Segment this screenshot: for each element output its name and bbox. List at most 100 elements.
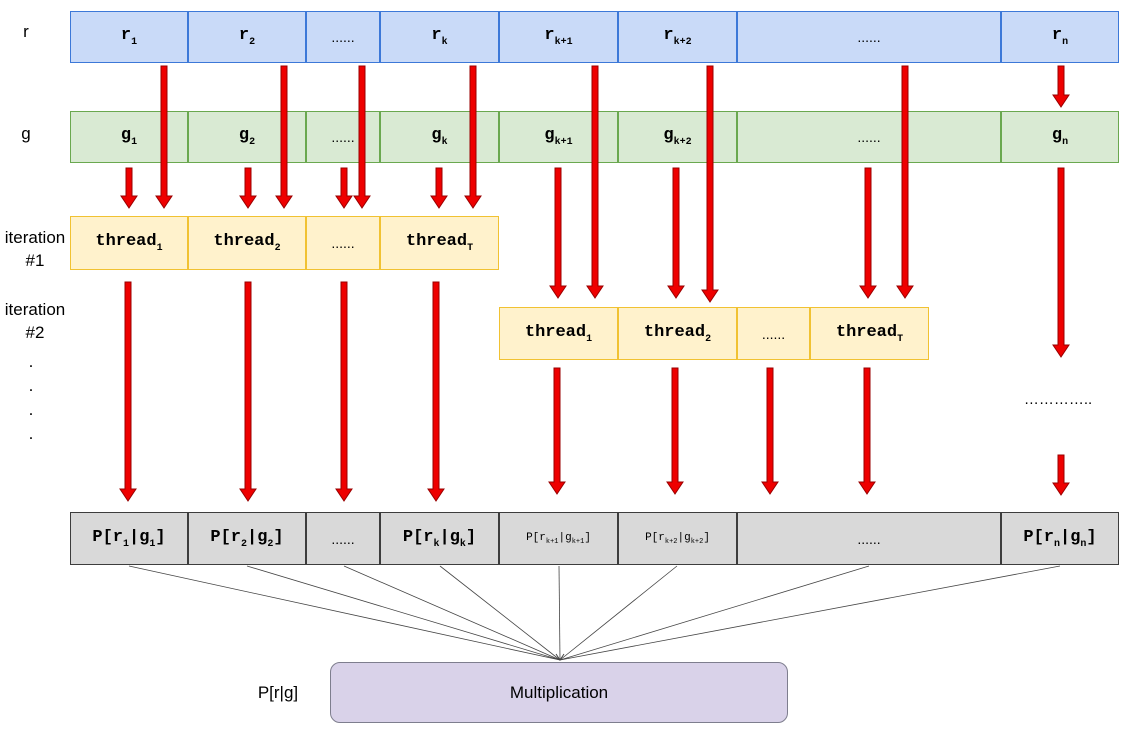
cell-label: gk [431,126,447,148]
g-cell: ...... [737,111,1001,163]
thread-to-probability-arrow [761,367,779,495]
continuation-arrow [1052,454,1070,496]
subscript: k [433,538,440,550]
row-label-iteration-1: iteration #1 [0,226,70,272]
cell-label: r2 [239,26,255,48]
subscript: 1 [156,243,163,254]
probability-label: P[rk+2|gk+2] [645,532,710,546]
r-cell: ...... [737,11,1001,63]
g-to-thread-arrow [239,167,257,209]
r-cell: rk+1 [499,11,618,63]
label-base: g [120,126,132,145]
subscript: n [1080,538,1087,550]
r-cell: rn [1001,11,1119,63]
subscript: k+2 [673,37,692,48]
label-base: thread [405,232,468,251]
g-to-thread-arrow [667,167,685,299]
cell-label: thread2 [644,323,711,345]
g-cell: gk+2 [618,111,737,163]
r-cell: rk [380,11,499,63]
label-part: P[r [402,527,434,547]
iteration-2-thread-cell: thread1 [499,307,618,360]
result-label: P[r|g] [257,683,299,702]
subscript: 1 [131,137,138,148]
ellipsis-label: ...... [857,29,881,45]
label-base: thread [95,232,157,251]
probability-label: P[r2|g2] [210,528,283,550]
label-base: thread [524,322,587,342]
cell-label: thread2 [213,232,280,254]
g-to-thread-arrow [549,167,567,299]
label-part: P[r [526,531,546,544]
label-part: |g [558,531,572,544]
subscript: 1 [149,538,156,550]
label-base: r [544,26,555,45]
connector-line [559,565,678,661]
subscript: k [441,137,448,148]
subscript: n [1053,538,1060,550]
probability-label: P[rk|gk] [403,528,476,550]
cell-label: gn [1052,126,1068,148]
label-base: r [663,26,674,45]
thread-to-probability-arrow [666,367,684,495]
probability-cell: P[r2|g2] [188,512,306,565]
cell-label: threadT [836,323,903,345]
label-part: |g [129,527,150,547]
subscript: T [897,333,904,345]
subscript: 2 [705,333,712,345]
g-to-thread-arrow [430,167,448,209]
label-base: g [431,126,442,145]
subscript: 1 [131,37,138,48]
g-cell: gn [1001,111,1119,163]
ellipsis-label: ...... [857,129,881,145]
cell-label: gk+2 [663,126,691,148]
g-cell: gk+1 [499,111,618,163]
label-part: P[r [92,527,123,547]
label-part: |g [677,531,691,544]
row-label-r: r [23,22,29,41]
probability-label: P[rk+1|gk+1] [526,532,591,546]
label-part: P[r [210,527,241,547]
continuation-dots: ………….. [1023,391,1093,408]
ellipsis-label: ...... [761,325,786,342]
ellipsis-label: ...... [857,530,881,547]
label-part: |g [247,527,268,547]
g-cell: g1 [70,111,188,163]
ellipsis-label: ...... [331,29,355,45]
probability-cell: ...... [306,512,380,565]
connector-line [128,565,561,661]
connector-arrowhead [555,653,565,661]
iteration-1-thread-cell: ...... [306,216,380,270]
subscript: k+1 [554,137,573,148]
connector-line [559,565,1061,661]
subscript: 2 [249,137,256,148]
label-base: r [1051,26,1063,45]
subscript: k+1 [554,37,573,48]
thread-to-probability-arrow [858,367,876,495]
g-cell: g2 [188,111,306,163]
g-to-thread-arrow [335,167,353,209]
cell-label: rn [1052,26,1068,48]
label-part: |g [439,527,460,547]
connector-line [439,565,561,661]
cell-label: thread1 [525,323,592,345]
subscript: 2 [274,243,281,254]
iteration-2-thread-cell: ...... [737,307,810,360]
cell-label: g2 [239,126,255,148]
subscript: 2 [249,37,256,48]
iteration-1-word: iteration [4,228,66,247]
probability-cell: P[rk|gk] [380,512,499,565]
ellipsis-label: ...... [331,530,355,547]
label-base: r [120,26,132,45]
dot: . [28,352,34,371]
cell-label: threadT [406,232,473,254]
probability-label: P[rn|gn] [1023,528,1096,550]
label-base: g [544,126,555,145]
connector-line [343,565,561,661]
cell-label: thread1 [95,232,162,254]
probability-label: P[r1|g1] [92,528,165,550]
subscript: n [1062,137,1069,148]
label-part: ] [703,531,710,544]
g-cell: ...... [306,111,380,163]
